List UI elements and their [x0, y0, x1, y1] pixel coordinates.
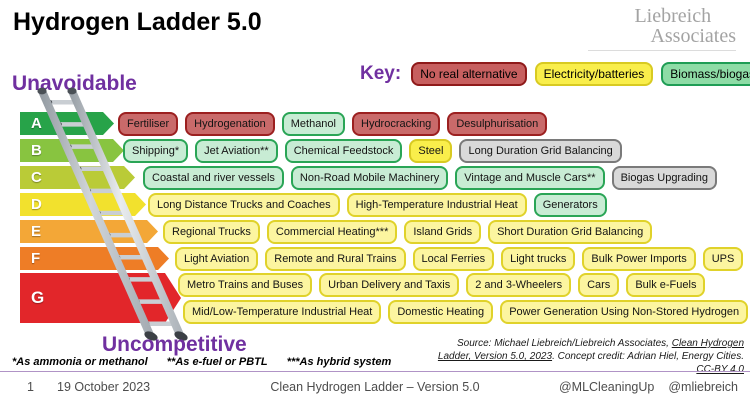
- handle-mlcleaningup[interactable]: @MLCleaningUp: [558, 380, 655, 394]
- use-case-pill: Long Duration Grid Balancing: [459, 139, 622, 163]
- use-case-pill: Urban Delivery and Taxis: [319, 273, 460, 297]
- handle-mliebreich[interactable]: @mliebreich: [668, 380, 738, 394]
- source-link-title[interactable]: Clean Hydrogen Ladder, Version 5.0, 2023: [437, 338, 744, 362]
- footer-title: Clean Hydrogen Ladder – Version 5.0: [270, 380, 480, 394]
- row-c-items: Coastal and river vessels Non-Road Mobil…: [143, 166, 718, 190]
- use-case-pill: UPS: [702, 247, 744, 271]
- axis-label-uncompetitive: Uncompetitive: [102, 333, 247, 356]
- row-f-items: Light Aviation Remote and Rural Trains L…: [175, 247, 744, 271]
- row-d-items: Long Distance Trucks and Coaches High-Te…: [148, 193, 607, 217]
- footnote-efuel: **As e-fuel or PBTL: [166, 356, 268, 368]
- use-case-pill: Bulk e-Fuels: [626, 273, 706, 297]
- use-case-pill: Jet Aviation**: [195, 139, 278, 163]
- use-case-pill: Island Grids: [404, 220, 482, 244]
- page-number: 1: [27, 380, 34, 394]
- use-case-pill: Regional Trucks: [163, 220, 260, 244]
- axis-label-unavoidable: Unavoidable: [12, 72, 137, 95]
- use-case-pill: Biogas Upgrading: [611, 166, 718, 190]
- grade-band-e: E: [20, 220, 158, 243]
- grade-band-g: G: [20, 273, 181, 323]
- grade-letter-f: F: [31, 250, 41, 267]
- use-case-pill: Desulphurisation: [447, 112, 548, 136]
- footer: 1 19 October 2023 Clean Hydrogen Ladder …: [0, 378, 750, 400]
- grade-letter-b: B: [31, 142, 42, 159]
- source-prefix: Source: Michael Liebreich/Liebreich Asso…: [456, 338, 672, 349]
- use-case-pill: Hydrocracking: [352, 112, 441, 136]
- grade-band-a: A: [20, 112, 114, 135]
- row-g-items-line2: Mid/Low-Temperature Industrial Heat Dome…: [183, 300, 749, 324]
- use-case-pill: 2 and 3-Wheelers: [466, 273, 572, 297]
- use-case-pill: Commercial Heating***: [266, 220, 398, 244]
- source-link-license[interactable]: CC-BY 4.0: [696, 364, 744, 375]
- use-case-pill: Long Distance Trucks and Coaches: [148, 193, 340, 217]
- footnotes: *As ammonia or methanol **As e-fuel or P…: [12, 356, 407, 368]
- row-b-items: Shipping* Jet Aviation** Chemical Feedst…: [123, 139, 622, 163]
- row-g-items-line1: Metro Trains and Buses Urban Delivery an…: [178, 273, 706, 297]
- use-case-pill: Vintage and Muscle Cars**: [455, 166, 605, 190]
- logo-underline: [588, 50, 736, 51]
- use-case-pill: Non-Road Mobile Machinery: [290, 166, 449, 190]
- legend-item-electricity-batteries: Electricity/batteries: [534, 62, 654, 86]
- grade-band-c: C: [20, 166, 135, 189]
- row-e-items: Regional Trucks Commercial Heating*** Is…: [163, 220, 653, 244]
- grade-letter-a: A: [31, 115, 42, 132]
- use-case-pill: Methanol: [281, 112, 345, 136]
- use-case-pill: Generators: [533, 193, 607, 217]
- footer-date: 19 October 2023: [57, 380, 151, 394]
- use-case-pill: Domestic Heating: [388, 300, 494, 324]
- use-case-pill: Cars: [578, 273, 620, 297]
- use-case-pill: Light trucks: [501, 247, 576, 271]
- use-case-pill: Steel: [409, 139, 453, 163]
- row-a-items: Fertiliser Hydrogenation Methanol Hydroc…: [118, 112, 548, 136]
- use-case-pill: Light Aviation: [175, 247, 259, 271]
- legend: Key: No real alternative Electricity/bat…: [360, 62, 750, 86]
- social-handles: @MLCleaningUp @mliebreich: [559, 380, 738, 394]
- grade-band-f: F: [20, 247, 169, 270]
- source-credit: . Concept credit: Adrian Hiel, Energy Ci…: [552, 351, 744, 362]
- liebreich-associates-logo: Liebreich Associates: [634, 6, 736, 47]
- grade-letter-g: G: [31, 288, 45, 307]
- use-case-pill: Shipping*: [123, 139, 189, 163]
- use-case-pill: Short Duration Grid Balancing: [488, 220, 653, 244]
- source-attribution: Source: Michael Liebreich/Liebreich Asso…: [428, 337, 744, 376]
- use-case-pill: Mid/Low-Temperature Industrial Heat: [183, 300, 382, 324]
- footnote-ammonia: *As ammonia or methanol: [12, 356, 148, 368]
- footer-divider: [0, 371, 750, 372]
- use-case-pill: Metro Trains and Buses: [178, 273, 313, 297]
- grade-letter-e: E: [31, 223, 42, 240]
- grade-letter-d: D: [31, 196, 42, 213]
- use-case-pill: Bulk Power Imports: [582, 247, 696, 271]
- use-case-pill: Remote and Rural Trains: [265, 247, 406, 271]
- grade-letter-c: C: [31, 169, 42, 186]
- footnote-hybrid: ***As hybrid system: [286, 356, 392, 368]
- use-case-pill: Chemical Feedstock: [284, 139, 403, 163]
- use-case-pill: Power Generation Using Non-Stored Hydrog…: [500, 300, 749, 324]
- use-case-pill: High-Temperature Industrial Heat: [346, 193, 527, 217]
- use-case-pill: Local Ferries: [412, 247, 495, 271]
- use-case-pill: Fertiliser: [118, 112, 179, 136]
- legend-title: Key:: [360, 63, 402, 84]
- page-title: Hydrogen Ladder 5.0: [13, 8, 262, 36]
- legend-item-no-real-alternative: No real alternative: [411, 62, 527, 86]
- grade-band-d: D: [20, 193, 146, 216]
- logo-line1: Liebreich: [634, 5, 712, 27]
- use-case-pill: Coastal and river vessels: [143, 166, 284, 190]
- legend-item-biomass-biogas: Biomass/biogas: [661, 62, 750, 86]
- grade-band-b: B: [20, 139, 124, 162]
- use-case-pill: Hydrogenation: [185, 112, 275, 136]
- logo-line2: Associates: [650, 25, 736, 48]
